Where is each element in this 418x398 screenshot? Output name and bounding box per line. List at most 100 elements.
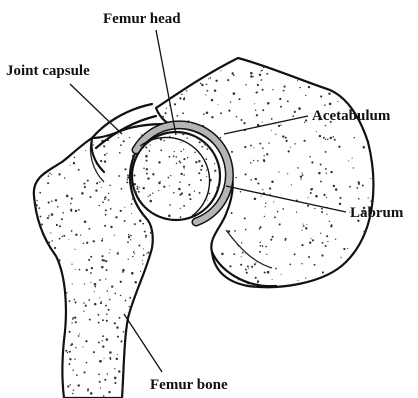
bone-texture-dot (321, 211, 323, 213)
bone-texture-dot (94, 303, 97, 306)
bone-texture-dot (87, 388, 89, 390)
bone-texture-dot (264, 271, 266, 273)
bone-texture-dot (250, 162, 252, 164)
bone-texture-dot (323, 77, 325, 79)
bone-texture-dot (58, 173, 60, 175)
bone-texture-dot (275, 134, 276, 135)
bone-texture-dot (60, 276, 61, 277)
bone-texture-dot (53, 368, 54, 369)
bone-texture-dot (184, 224, 186, 226)
bone-texture-dot (119, 317, 121, 319)
bone-texture-dot (336, 68, 338, 70)
bone-texture-dot (200, 179, 202, 181)
bone-texture-dot (52, 240, 53, 241)
bone-texture-dot (103, 358, 104, 359)
bone-texture-dot (353, 282, 355, 284)
bone-texture-dot (121, 188, 123, 190)
bone-texture-dot (57, 206, 59, 208)
bone-texture-dot (180, 142, 181, 143)
bone-texture-dot (94, 286, 96, 288)
bone-texture-dot (342, 283, 344, 285)
leader-joint-capsule (70, 84, 122, 134)
bone-texture-dot (71, 230, 73, 232)
bone-texture-dot (117, 252, 118, 253)
bone-texture-dot (48, 306, 49, 307)
bone-texture-dot (177, 115, 179, 117)
bone-texture-dot (205, 94, 206, 95)
bone-texture-dot (102, 238, 103, 239)
bone-texture-dot (264, 216, 265, 217)
bone-texture-dot (165, 243, 167, 245)
bone-texture-dot (268, 142, 269, 143)
bone-texture-dot (127, 179, 128, 180)
bone-texture-dot (372, 92, 374, 94)
bone-texture-dot (374, 97, 375, 98)
bone-texture-dot (129, 297, 131, 299)
bone-texture-dot (165, 215, 167, 217)
bone-texture-dot (283, 90, 285, 92)
bone-texture-dot (272, 279, 273, 280)
bone-texture-dot (207, 148, 209, 150)
bone-texture-dot (372, 276, 374, 278)
bone-texture-dot (367, 127, 369, 129)
bone-texture-dot (64, 177, 66, 179)
bone-texture-dot (105, 278, 106, 279)
bone-texture-dot (193, 210, 194, 211)
bone-texture-dot (199, 192, 201, 194)
bone-texture-dot (37, 132, 39, 134)
bone-texture-dot (262, 147, 264, 149)
bone-texture-dot (165, 155, 166, 156)
bone-texture-dot (233, 253, 235, 255)
bone-texture-dot (168, 68, 170, 70)
bone-texture-dot (124, 220, 126, 222)
bone-texture-dot (204, 227, 206, 229)
bone-texture-dot (161, 261, 163, 263)
bone-texture-dot (56, 279, 58, 281)
bone-texture-dot (42, 283, 44, 285)
bone-texture-dot (148, 196, 149, 197)
bone-texture-dot (132, 207, 134, 209)
bone-texture-dot (39, 158, 40, 159)
bone-texture-dot (229, 288, 231, 290)
bone-texture-dot (156, 157, 158, 159)
bone-texture-dot (201, 165, 203, 167)
bone-texture-dot (250, 75, 253, 78)
bone-texture-dot (193, 155, 195, 157)
bone-texture-dot (136, 188, 138, 190)
bone-texture-dot (66, 195, 69, 198)
bone-texture-dot (125, 300, 127, 302)
bone-texture-dot (53, 360, 54, 361)
bone-texture-dot (86, 362, 88, 364)
bone-texture-dot (272, 89, 273, 90)
bone-texture-dot (90, 272, 92, 274)
bone-texture-dot (150, 289, 152, 291)
bone-texture-dot (74, 316, 76, 318)
bone-texture-dot (250, 179, 252, 181)
bone-texture-dot (115, 216, 117, 218)
bone-texture-dot (75, 321, 77, 323)
bone-texture-dot (98, 342, 100, 344)
bone-texture-dot (169, 156, 171, 158)
bone-texture-dot (114, 235, 115, 236)
bone-texture-dot (348, 160, 349, 161)
bone-texture-dot (70, 203, 72, 205)
bone-texture-dot (152, 194, 154, 196)
bone-texture-dot (201, 273, 202, 274)
bone-texture-dot (54, 362, 56, 364)
bone-texture-dot (86, 242, 88, 244)
bone-texture-dot (267, 102, 270, 105)
bone-texture-dot (56, 368, 57, 369)
bone-texture-dot (176, 206, 178, 208)
bone-texture-dot (372, 269, 373, 270)
bone-texture-dot (54, 321, 55, 322)
bone-texture-dot (207, 200, 208, 201)
bone-texture-dot (120, 340, 122, 342)
bone-texture-dot (35, 373, 38, 376)
bone-texture-dot (48, 202, 50, 204)
bone-texture-dot (134, 334, 136, 336)
bone-texture-dot (257, 182, 259, 184)
bone-texture-dot (144, 374, 146, 376)
label-joint-capsule: Joint capsule (6, 63, 90, 79)
pelvis-acetabulum (149, 54, 380, 293)
bone-texture-dot (60, 333, 62, 335)
